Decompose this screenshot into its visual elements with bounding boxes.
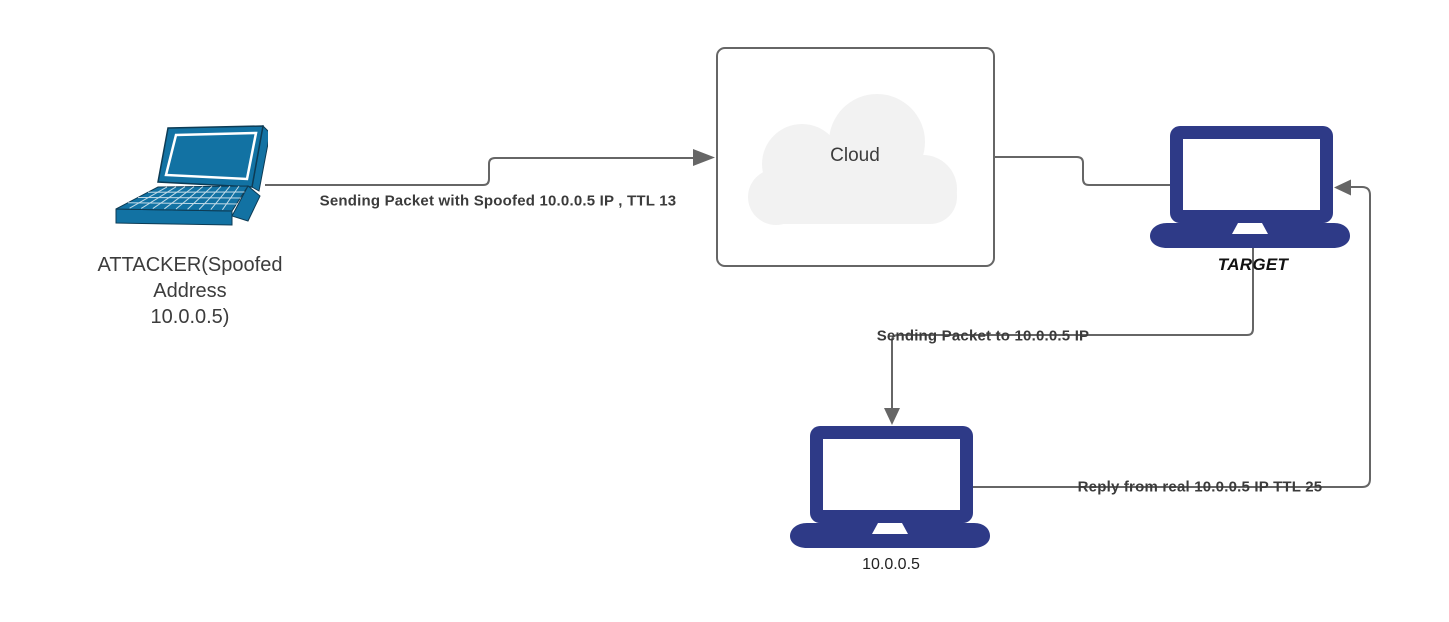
edge-label-reply-from-real: Reply from real 10.0.0.5 IP TTL 25 (1077, 478, 1323, 496)
cloud-icon (748, 94, 957, 225)
connector-cloud-to-target (995, 156, 1170, 186)
connector-real-host-to-target (973, 186, 1371, 488)
keyboard-grid (127, 185, 245, 211)
connector-target-to-real-host (891, 248, 1254, 409)
connector-attacker-to-cloud (265, 157, 694, 186)
arrowhead-into-target (1334, 179, 1351, 196)
arrowhead-into-real-host (884, 408, 900, 425)
target-label: TARGET (1217, 255, 1289, 274)
edge-label-spoofed-packet: Sending Packet with Spoofed 10.0.0.5 IP … (319, 192, 677, 210)
arrowhead-into-cloud (693, 149, 715, 166)
real-host-laptop-icon (790, 426, 990, 548)
cloud-node (716, 47, 995, 267)
attacker-label-line3: 10.0.0.5) (150, 306, 230, 328)
attacker-label-line1: ATTACKER(Spoofed (97, 254, 283, 276)
edge-label-sending-to-real: Sending Packet to 10.0.0.5 IP (876, 327, 1090, 345)
target-laptop-icon (1150, 126, 1350, 248)
attacker-label: ATTACKER(Spoofed Address 10.0.0.5) (98, 252, 283, 330)
cloud-label: Cloud (830, 145, 880, 166)
attacker-laptop-icon (115, 124, 268, 226)
attacker-label-line2: Address (153, 280, 227, 302)
real-host-label: 10.0.0.5 (862, 556, 920, 573)
